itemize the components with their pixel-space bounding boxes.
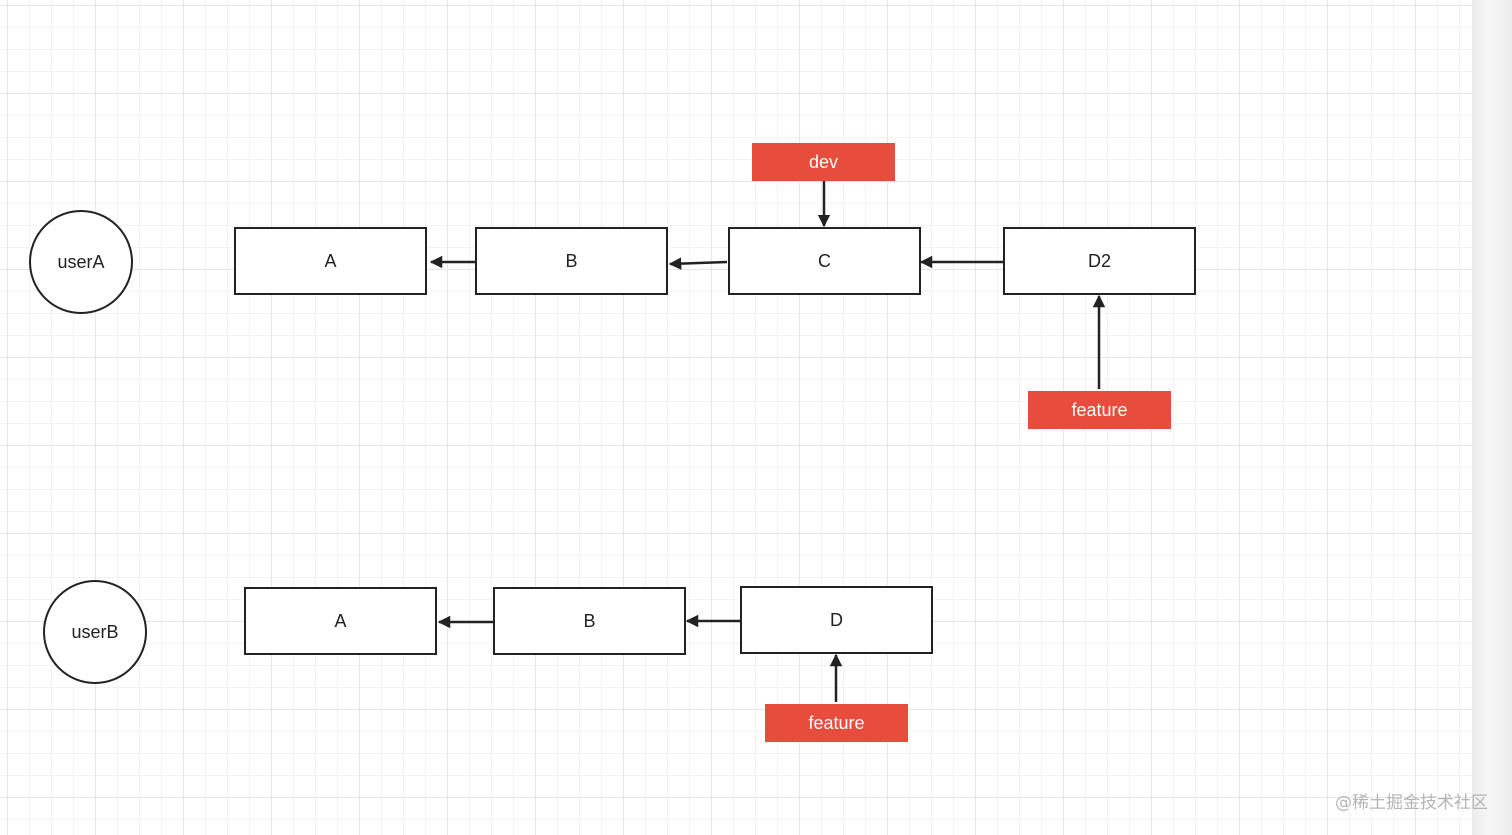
branch-tag-dev[interactable]: dev <box>752 143 895 181</box>
watermark: @稀土掘金技术社区 <box>1335 793 1488 813</box>
branch-tag-feature[interactable]: feature <box>1028 391 1171 429</box>
commit-node-a[interactable]: A <box>234 227 427 295</box>
commit-label: A <box>324 250 337 271</box>
commit-node-b[interactable]: B <box>493 587 686 655</box>
scrollbar-strip[interactable] <box>1472 0 1512 835</box>
edge-layer <box>429 181 1106 702</box>
branch-tag-feature[interactable]: feature <box>765 704 908 742</box>
branch-label: feature <box>1071 399 1128 420</box>
commit-label: D <box>830 609 843 630</box>
branch-label: dev <box>808 151 839 172</box>
commit-node-a[interactable]: A <box>244 587 437 655</box>
diagram-canvas[interactable] <box>0 0 1472 835</box>
user-label: userB <box>71 621 119 642</box>
commit-label: B <box>583 610 596 631</box>
commit-label: D2 <box>1087 250 1111 271</box>
commit-label: C <box>818 250 831 271</box>
user-node[interactable]: userB <box>43 580 147 684</box>
commit-node-c[interactable]: C <box>728 227 921 295</box>
commit-node-d2[interactable]: D2 <box>1003 227 1196 295</box>
user-node[interactable]: userA <box>29 210 133 314</box>
user-label: userA <box>57 251 105 272</box>
edge-c-to-b[interactable] <box>668 257 728 270</box>
commit-label: B <box>565 250 578 271</box>
branch-label: feature <box>808 712 865 733</box>
commit-node-b[interactable]: B <box>475 227 668 295</box>
commit-label: A <box>334 610 347 631</box>
commit-node-d[interactable]: D <box>740 586 933 654</box>
